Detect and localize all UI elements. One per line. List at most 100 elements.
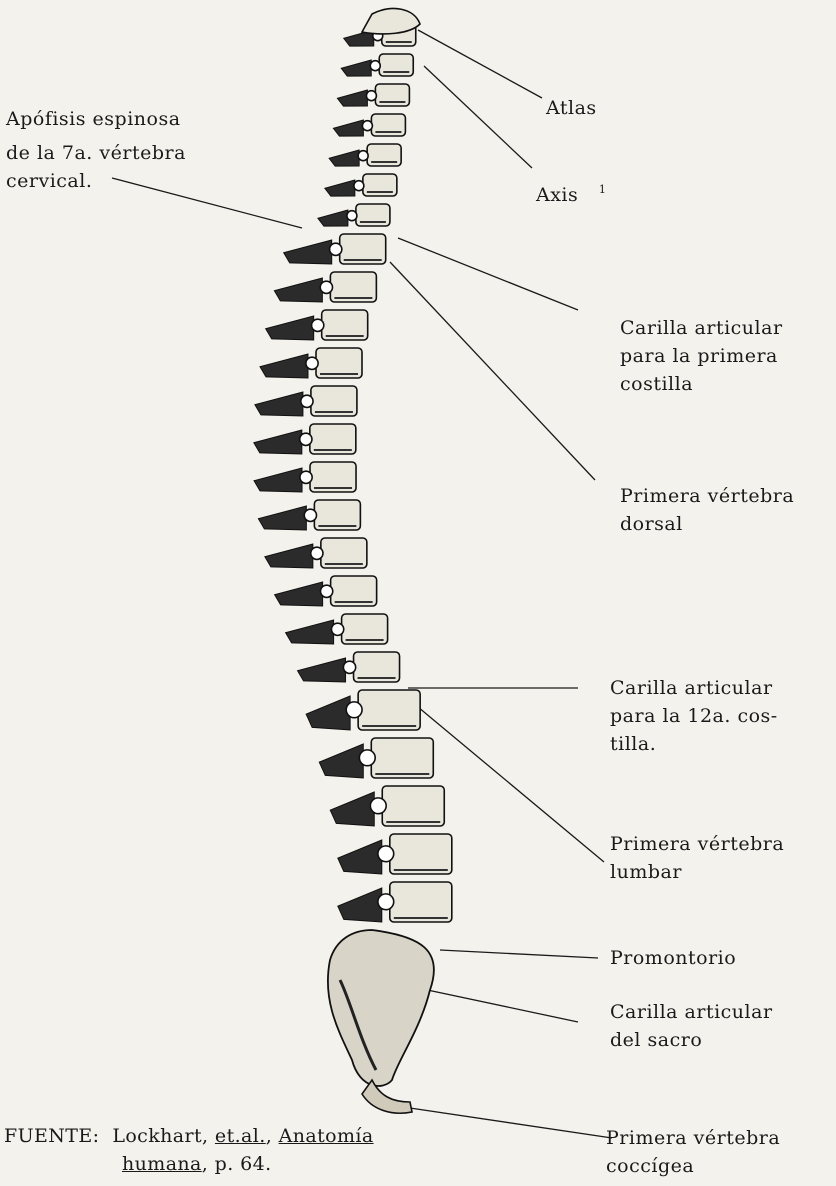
articular-process	[370, 798, 386, 814]
articular-process	[304, 509, 316, 521]
articular-process	[362, 121, 372, 131]
spinous-process	[337, 90, 367, 106]
spinous-process	[258, 506, 306, 530]
articular-process	[311, 547, 323, 559]
label-carilla-12a-line-1: Carilla articular	[610, 674, 778, 702]
spinous-process	[333, 120, 363, 136]
leader-line-carilla-sacro	[418, 988, 578, 1022]
spinous-process	[329, 150, 359, 166]
leader-line-atlas	[418, 30, 542, 98]
label-carilla-primera-costilla: Carilla articular para la primera costil…	[620, 314, 783, 398]
source-prefix: FUENTE:	[4, 1125, 99, 1147]
label-apofisis-line-2: de la 7a. vértebra	[6, 136, 186, 170]
label-atlas-line-1: Atlas	[546, 94, 597, 122]
source-page: , p. 64.	[202, 1153, 272, 1175]
label-primera-coccigea-line-1: Primera vértebra	[606, 1124, 780, 1152]
source-title-part-2: humana	[122, 1153, 202, 1175]
spinous-process	[266, 316, 314, 340]
articular-process	[359, 750, 375, 766]
spinous-process	[254, 468, 302, 492]
label-promontorio-line-1: Promontorio	[610, 944, 736, 972]
label-carilla-sacro-line-2: del sacro	[610, 1026, 773, 1054]
spinous-process	[274, 278, 322, 302]
articular-process	[331, 623, 343, 635]
leader-line-axis	[424, 66, 532, 168]
vertebral-body	[390, 834, 452, 874]
source-authors: Lockhart,	[112, 1125, 208, 1147]
label-promontorio: Promontorio	[610, 944, 736, 972]
articular-process	[330, 243, 342, 255]
vertebral-body	[390, 882, 452, 922]
spinous-process	[338, 888, 382, 922]
articular-process	[320, 281, 332, 293]
label-apofisis-line-1: Apófisis espinosa	[6, 102, 186, 136]
label-apofisis-espinosa: Apófisis espinosa de la 7a. vértebra cer…	[6, 102, 186, 192]
label-axis-mark: 1	[599, 183, 607, 196]
articular-process	[358, 151, 368, 161]
vertebral-body	[382, 786, 444, 826]
spinous-process	[255, 392, 303, 416]
label-atlas: Atlas	[546, 94, 597, 122]
spinous-process	[319, 744, 363, 778]
atlas-vertebra	[362, 9, 420, 34]
label-carilla-sacro-line-1: Carilla articular	[610, 998, 773, 1026]
articular-process	[343, 661, 355, 673]
label-primera-dorsal-line-2: dorsal	[620, 510, 794, 538]
leader-line-promontorio	[440, 950, 598, 958]
articular-process	[378, 846, 394, 862]
label-carilla-primera-line-1: Carilla articular	[620, 314, 783, 342]
spinous-process	[260, 354, 308, 378]
label-carilla-sacro: Carilla articular del sacro	[610, 998, 773, 1054]
leader-line-primera-dorsal	[390, 262, 595, 480]
source-etal: et.al.	[215, 1125, 266, 1147]
articular-process	[312, 319, 324, 331]
articular-process	[378, 894, 394, 910]
source-title-part-1: Anatomía	[279, 1125, 374, 1147]
label-primera-lumbar-line-1: Primera vértebra	[610, 830, 784, 858]
source-comma: ,	[266, 1125, 272, 1147]
label-carilla-12a-line-2: para la 12a. cos-	[610, 702, 778, 730]
label-primera-dorsal-line-1: Primera vértebra	[620, 482, 794, 510]
articular-process	[346, 702, 362, 718]
spinous-process	[318, 210, 348, 226]
vertebral-body	[371, 738, 433, 778]
articular-process	[301, 395, 313, 407]
vertebral-column	[254, 9, 452, 1114]
articular-process	[300, 471, 312, 483]
spinous-process	[325, 180, 355, 196]
label-apofisis-line-3: cervical.	[6, 170, 186, 192]
label-axis-line-1: Axis	[536, 184, 578, 206]
label-primera-vertebra-coccigea: Primera vértebra coccígea	[606, 1124, 780, 1180]
spinous-process	[330, 792, 374, 826]
spinous-process	[338, 840, 382, 874]
sacrum	[328, 930, 434, 1086]
spinous-process	[284, 240, 332, 264]
label-axis: Axis 1	[536, 176, 606, 209]
label-primera-coccigea-line-2: coccígea	[606, 1152, 780, 1180]
articular-process	[306, 357, 318, 369]
spinous-process	[265, 544, 313, 568]
label-carilla-12a-costilla: Carilla articular para la 12a. cos- till…	[610, 674, 778, 758]
spinous-process	[254, 430, 302, 454]
source-line-2: humana, p. 64.	[4, 1150, 374, 1178]
leader-line-primera-coccigea	[410, 1108, 612, 1138]
spinous-process	[275, 582, 323, 606]
source-line-1: FUENTE: Lockhart, et.al., Anatomía	[4, 1122, 374, 1150]
label-carilla-primera-line-2: para la primera	[620, 342, 783, 370]
spinous-process	[306, 696, 350, 730]
label-primera-lumbar-line-2: lumbar	[610, 858, 784, 886]
label-primera-vertebra-lumbar: Primera vértebra lumbar	[610, 830, 784, 886]
label-carilla-primera-line-3: costilla	[620, 370, 783, 398]
articular-process	[366, 91, 376, 101]
articular-process	[347, 211, 357, 221]
spinous-process	[298, 658, 346, 682]
articular-process	[370, 61, 380, 71]
vertebral-body	[358, 690, 420, 730]
label-carilla-12a-line-3: tilla.	[610, 730, 778, 758]
spinous-process	[286, 620, 334, 644]
source-citation: FUENTE: Lockhart, et.al., Anatomía human…	[4, 1122, 374, 1178]
articular-process	[354, 181, 364, 191]
articular-process	[300, 433, 312, 445]
label-primera-vertebra-dorsal: Primera vértebra dorsal	[620, 482, 794, 538]
